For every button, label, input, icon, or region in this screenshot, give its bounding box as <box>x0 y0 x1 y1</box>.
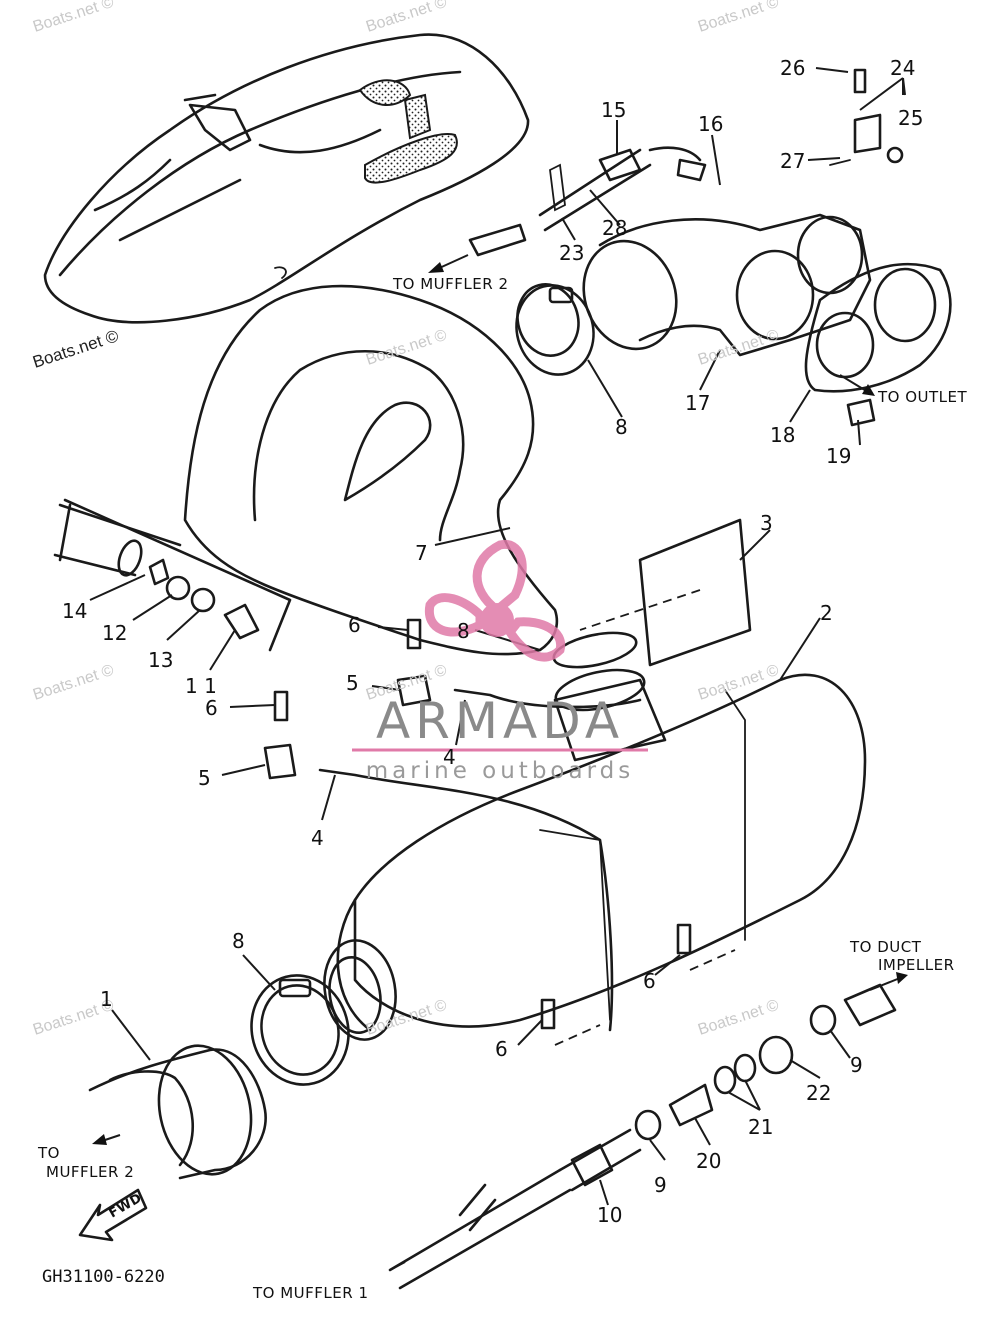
watercraft-illustration <box>43 33 530 324</box>
callout-numbers: 26 24 25 27 15 16 28 23 8 17 18 19 3 2 7… <box>62 56 923 1227</box>
pipe-7 <box>183 284 559 656</box>
fwd-label: FWD <box>107 1191 145 1222</box>
clamp-8-top <box>515 283 595 376</box>
callout-4-a: 4 <box>443 745 456 769</box>
watermark-text: Boats.net © <box>364 997 449 1039</box>
callout-21: 21 <box>748 1115 773 1139</box>
callout-22: 22 <box>806 1081 831 1105</box>
callout-15: 15 <box>601 98 626 122</box>
callout-6-b: 6 <box>205 696 218 720</box>
direction-arrows <box>92 254 908 1271</box>
water-hose-15 <box>468 146 707 257</box>
callout-leaders <box>89 67 906 1206</box>
callout-6-c: 6 <box>643 969 656 993</box>
fwd-arrow: FWD <box>78 1188 148 1242</box>
callout-7: 7 <box>415 541 428 565</box>
note-to-duct-line2: IMPELLER <box>878 956 955 974</box>
callout-23: 23 <box>559 241 584 265</box>
callout-11: 1 1 <box>185 674 217 698</box>
exhaust-outlet <box>582 213 952 393</box>
small-hardware <box>148 68 904 1030</box>
callout-18: 18 <box>770 423 795 447</box>
callout-5-b: 5 <box>198 766 211 790</box>
callout-16: 16 <box>698 112 723 136</box>
note-to-duct-line1: TO DUCT <box>849 938 922 956</box>
watermark-text-dark: Boats.net © <box>30 326 121 372</box>
watermark-text: Boats.net © <box>31 0 116 36</box>
callout-10: 10 <box>597 1203 622 1227</box>
callout-26: 26 <box>780 56 805 80</box>
heat-shield-3 <box>638 518 752 667</box>
note-to-outlet: TO OUTLET <box>877 388 968 406</box>
clamp-8-bottom <box>250 974 350 1086</box>
callout-14: 14 <box>62 599 87 623</box>
brand-name: ARMADA <box>376 692 624 750</box>
propeller-icon <box>424 539 566 662</box>
flow-notes: TO MUFFLER 2 TO OUTLET TO DUCT IMPELLER … <box>37 275 968 1302</box>
note-to-muffler-2-bottom-line1: TO <box>37 1144 60 1162</box>
callout-20: 20 <box>696 1149 721 1173</box>
armada-logo: ARMADA marine outboards <box>352 539 648 784</box>
callout-3: 3 <box>760 511 773 535</box>
watermark-text: Boats.net © <box>364 0 449 36</box>
note-to-muffler-2-top: TO MUFFLER 2 <box>392 275 508 293</box>
callout-8-bottom: 8 <box>232 929 245 953</box>
callout-6-a: 6 <box>348 613 361 637</box>
exhaust-pipe-1 <box>88 1044 267 1180</box>
watermark-text: Boats.net © <box>696 997 781 1039</box>
callout-8-top: 8 <box>615 415 628 439</box>
diagram-code: GH31100-6220 <box>42 1267 165 1287</box>
callout-5-a: 5 <box>346 671 359 695</box>
muffler-2 <box>323 631 867 1041</box>
callout-6-d: 6 <box>495 1037 508 1061</box>
callout-12: 12 <box>102 621 127 645</box>
watermark-text: Boats.net © <box>364 327 449 369</box>
note-to-muffler-2-bottom-line2: MUFFLER 2 <box>46 1163 134 1181</box>
callout-27: 27 <box>780 149 805 173</box>
note-to-muffler-1: TO MUFFLER 1 <box>252 1284 368 1302</box>
callout-13: 13 <box>148 648 173 672</box>
watermark-text: Boats.net © <box>696 0 781 36</box>
side-pipe <box>53 498 292 652</box>
callout-9-b: 9 <box>654 1173 667 1197</box>
callout-9-a: 9 <box>850 1053 863 1077</box>
callout-24: 24 <box>890 56 915 80</box>
strap-4-lower <box>318 768 614 1032</box>
callout-17: 17 <box>685 391 710 415</box>
callout-8-mid: 8 <box>457 619 470 643</box>
callout-19: 19 <box>826 444 851 468</box>
callout-2: 2 <box>820 601 833 625</box>
brand-tagline: marine outboards <box>366 758 634 784</box>
callout-25: 25 <box>898 106 923 130</box>
watermark-text: Boats.net © <box>696 662 781 704</box>
fittings <box>388 983 897 1290</box>
strap-4-upper <box>453 688 642 709</box>
callout-28: 28 <box>602 216 627 240</box>
callout-1: 1 <box>100 987 113 1011</box>
callout-4-b: 4 <box>311 826 324 850</box>
watermark-text: Boats.net © <box>31 662 116 704</box>
